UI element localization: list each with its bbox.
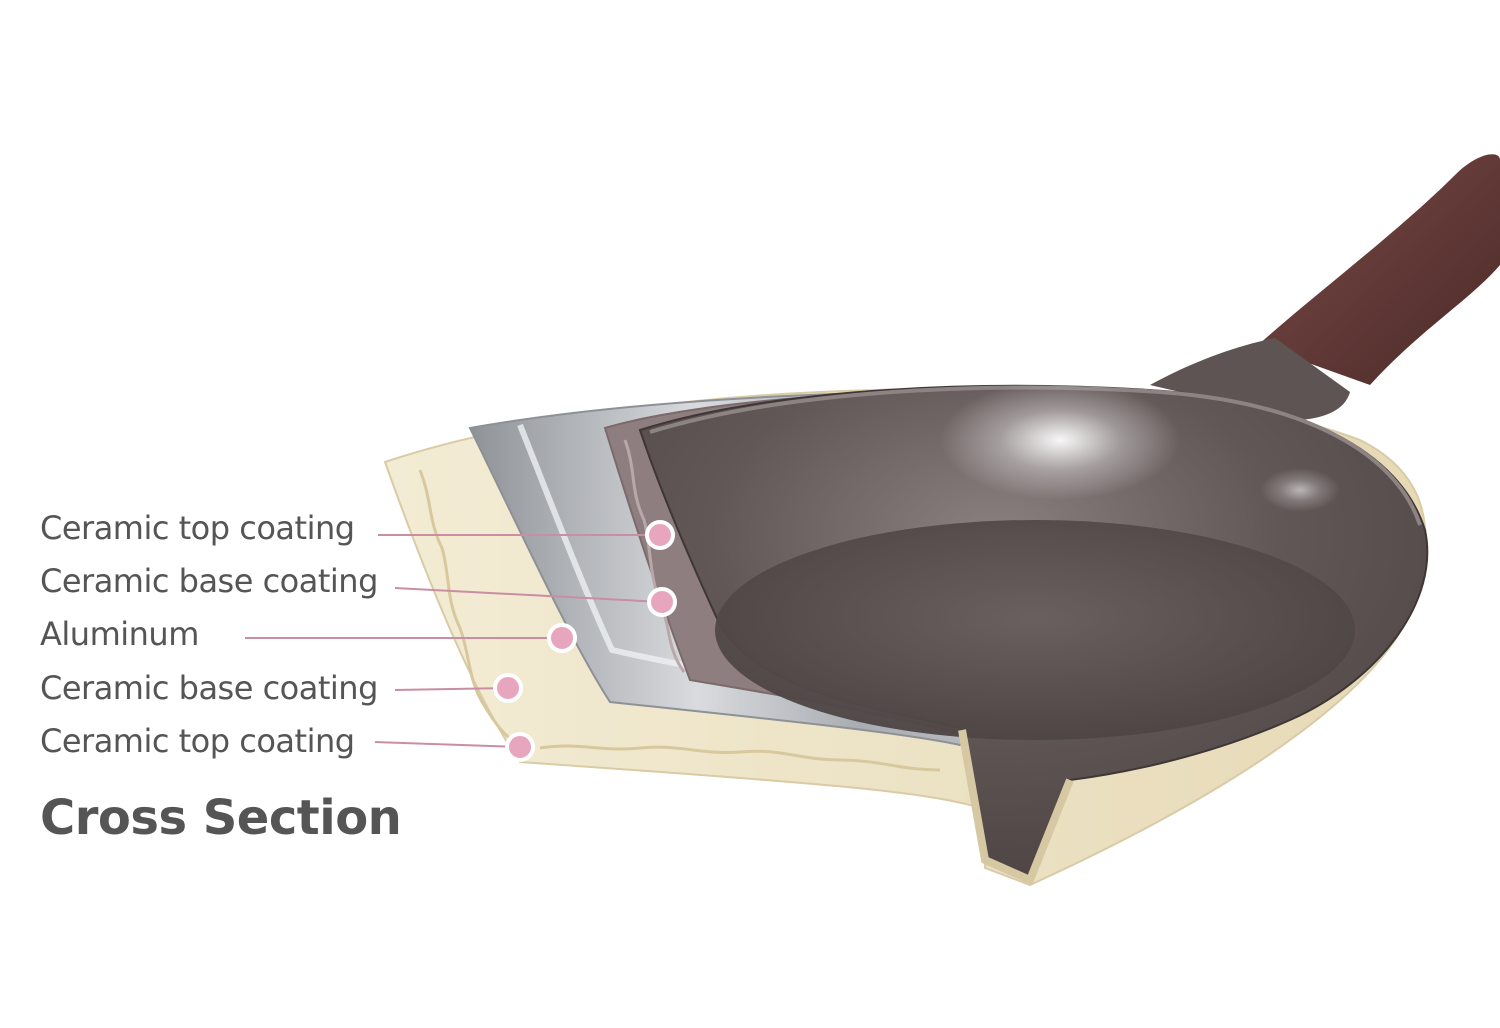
glossy-highlight (940, 380, 1180, 500)
marker-exterior-top-coating (505, 732, 535, 762)
diagram-title: Cross Section (40, 790, 402, 846)
label-ceramic-top-coating-outer: Ceramic top coating (40, 722, 355, 760)
pan-rim (649, 385, 1422, 526)
label-ceramic-base-coating-outer: Ceramic base coating (40, 669, 378, 707)
cut-tip-outline (958, 729, 1074, 886)
label-ceramic-top-coating-inner: Ceramic top coating (40, 509, 355, 547)
marker-interior-base-coating (647, 587, 677, 617)
interior-base-coating-edge (623, 439, 686, 673)
glossy-highlight-small (1260, 468, 1340, 512)
layer-markers (493, 520, 677, 762)
leader-line-1 (394, 587, 663, 603)
marker-exterior-base-coating (493, 673, 523, 703)
label-ceramic-base-coating-inner: Ceramic base coating (40, 562, 378, 600)
exterior-base-coating-edge (418, 469, 521, 747)
leader-line-3 (394, 687, 509, 691)
marker-interior-top-coating (645, 520, 675, 550)
leader-line-4 (374, 741, 521, 748)
leader-lines (245, 534, 663, 748)
handle-neck (1150, 338, 1350, 420)
exterior-top-coating-edge (539, 744, 941, 772)
pan-floor (715, 520, 1355, 740)
pan-handle (1258, 154, 1500, 385)
label-aluminum: Aluminum (40, 615, 199, 653)
marker-aluminum (547, 623, 577, 653)
